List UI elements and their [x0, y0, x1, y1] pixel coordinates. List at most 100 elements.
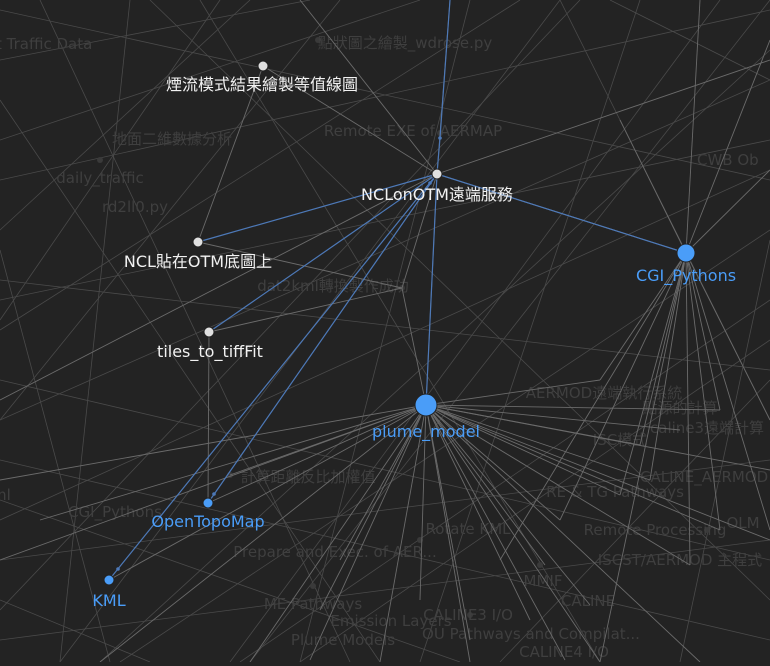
plume-edge — [99, 404, 427, 663]
plume-edge — [425, 404, 681, 431]
faded-node — [704, 527, 710, 533]
highlighted-edge — [197, 173, 438, 243]
background-edge — [0, 0, 421, 141]
graph-node-tiles[interactable] — [203, 326, 215, 338]
cgi-edge — [499, 252, 687, 561]
cgi-edge — [685, 0, 701, 254]
plume-edge — [425, 404, 770, 471]
graph-edge — [207, 331, 210, 504]
edge-arrow-marker — [438, 136, 442, 140]
faded-node-label: CWB Ob — [697, 151, 759, 169]
cgi-edge — [685, 39, 770, 254]
cgi-edge — [619, 119, 687, 254]
faded-node-label: rd2ll0.py — [102, 198, 168, 216]
plume-edge — [0, 404, 427, 561]
plume-edge — [0, 404, 427, 481]
node-label-kml: KML — [92, 591, 125, 610]
faded-node — [97, 157, 103, 163]
background-edge — [0, 539, 770, 641]
plume-edge — [425, 404, 471, 663]
faded-node-label: CGI_Pythons — [68, 503, 162, 522]
highlighted-edge — [207, 173, 438, 504]
graph-edge — [208, 287, 403, 333]
graph-node-nclpaste[interactable] — [192, 236, 204, 248]
faded-node-label: OU Pathways and Compilat... — [422, 625, 640, 643]
cgi-edge — [599, 252, 687, 381]
background-edge — [0, 599, 151, 663]
faded-node-label: ISCST/AERMOD 主程式 — [598, 551, 762, 569]
plume-edge — [425, 404, 591, 606]
background-edge — [59, 0, 131, 663]
graph-edge — [207, 404, 427, 504]
graph-node-otm[interactable] — [202, 497, 214, 509]
background-edge — [119, 229, 770, 663]
plume-edge — [425, 404, 531, 621]
cgi-edge — [685, 169, 770, 254]
background-edge — [0, 169, 770, 521]
background-edge — [499, 379, 770, 663]
node-label-plume: plume_model — [372, 422, 480, 442]
cgi-edge — [685, 252, 721, 411]
faded-node-label: 地面二維數據分析 — [112, 130, 232, 148]
plume-edge — [319, 404, 427, 611]
background-edge — [0, 379, 770, 561]
plume-edge — [425, 404, 471, 641]
background-edge — [0, 0, 311, 61]
faded-node — [467, 612, 473, 618]
background-edge — [239, 299, 770, 663]
faded-node-label: MMIF — [524, 572, 563, 590]
plume-edge — [309, 404, 427, 661]
graph-node-plume[interactable] — [414, 393, 438, 417]
background-edge — [679, 239, 770, 663]
background-edge — [0, 279, 770, 371]
background-edge — [149, 0, 770, 601]
highlighted-edge — [439, 0, 451, 139]
graph-node-kml[interactable] — [103, 574, 115, 586]
highlighted-edge — [208, 173, 438, 333]
graph-node-cgi[interactable] — [676, 243, 696, 263]
faded-node-label: RE & TG Pathways — [546, 483, 684, 501]
plume-edge — [419, 404, 427, 601]
background-edge — [0, 139, 770, 301]
plume-edge — [425, 379, 601, 406]
plume-edge — [425, 404, 561, 521]
faded-node-label: Emission Layers — [330, 612, 451, 630]
plume-edge — [249, 404, 427, 663]
background-edge — [0, 79, 770, 421]
plume-edge — [425, 404, 721, 411]
plume-edge — [425, 404, 621, 496]
faded-node-label: Remote EXE of AERMAP — [324, 122, 502, 140]
node-label-otm: OpenTopoMap — [151, 512, 264, 531]
plume-edge — [339, 404, 427, 561]
faded-node — [315, 37, 321, 43]
graph-edge — [0, 173, 438, 401]
background-edge — [0, 0, 521, 331]
background-edge — [99, 49, 770, 663]
faded-node-label: Plume Models — [291, 631, 395, 649]
faded-node-label: CALINE — [561, 592, 615, 610]
node-label-tiles: tiles_to_tiffFit — [157, 342, 263, 362]
graph-node-nclotm[interactable] — [431, 168, 443, 180]
graph-edge — [401, 287, 427, 406]
faded-node-label: ml — [0, 486, 11, 504]
faded-node-label: daily_traffic — [56, 169, 143, 188]
edge-arrow-marker — [428, 181, 432, 185]
background-edge — [609, 0, 770, 81]
plume-edge — [425, 404, 651, 481]
cgi-edge — [599, 252, 687, 663]
plume-edge — [425, 404, 601, 663]
graph-node-contour[interactable] — [257, 60, 269, 72]
background-edge — [0, 9, 770, 181]
node-label-nclotm: NCLonOTM遠端服務 — [361, 185, 513, 204]
faded-node-label: AERMOD遠端執行系統 — [526, 384, 682, 402]
background-edge — [0, 499, 461, 663]
graph-nodes[interactable] — [103, 60, 696, 586]
cgi-edge — [685, 252, 770, 421]
background-edge — [39, 0, 351, 663]
cgi-edge — [619, 252, 687, 496]
graph-node-labels: 煙流模式結果繪製等值線圖NCLonOTM遠端服務NCL貼在OTM底圖上tiles… — [92, 75, 736, 610]
cgi-edge — [649, 252, 687, 481]
plume-edge — [379, 404, 427, 663]
